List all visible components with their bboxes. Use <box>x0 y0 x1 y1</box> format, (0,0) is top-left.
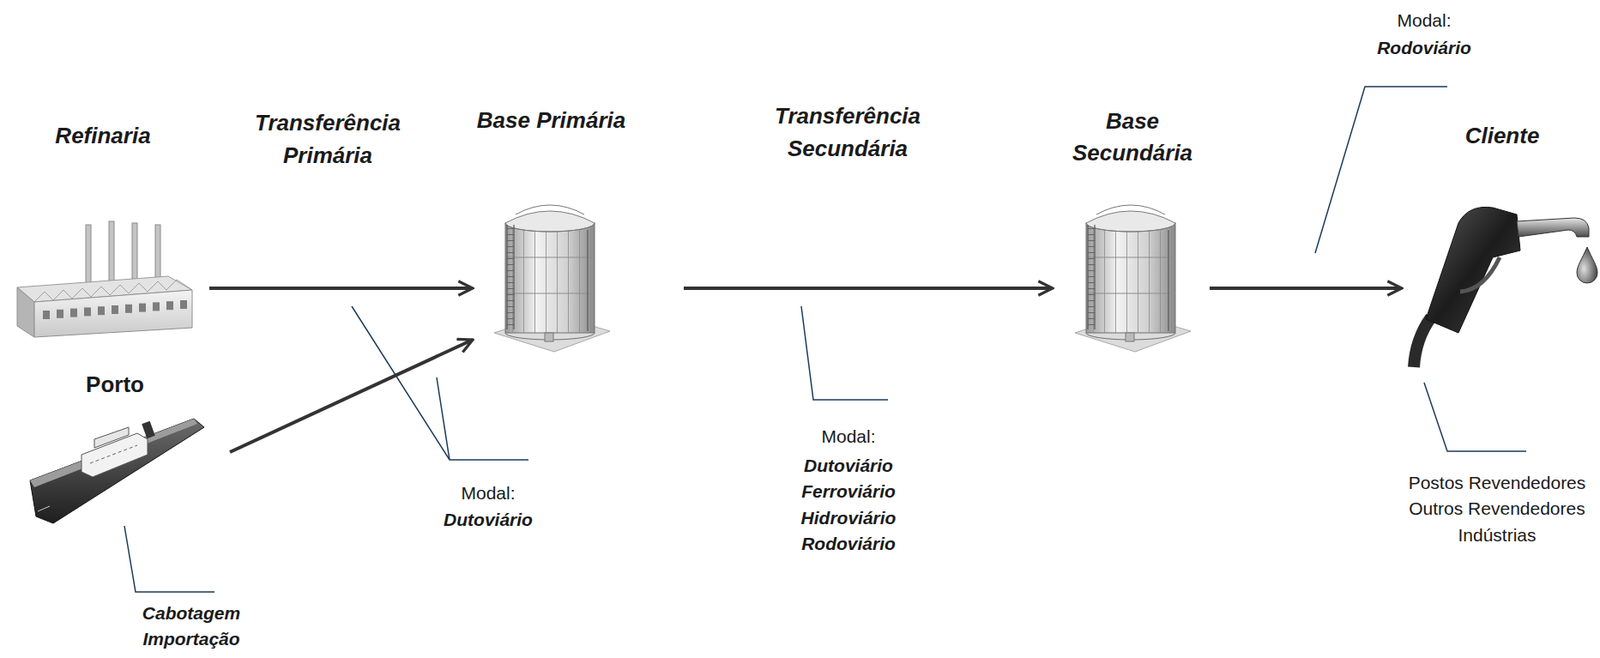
leader-line <box>124 86 1527 592</box>
leader-line-part <box>1315 86 1448 254</box>
flow-arrow <box>1209 286 1402 290</box>
refinery-icon-part <box>34 289 193 338</box>
callout-label: Cabotagem Importação <box>135 600 248 653</box>
fuel-nozzle-icon <box>1413 206 1598 368</box>
callout-label: Rodoviário <box>1376 35 1472 61</box>
leader-line-part <box>801 306 888 400</box>
node-heading: Base Primária <box>476 104 626 138</box>
ship-icon-part <box>37 506 50 512</box>
refinery-icon-part <box>42 300 188 320</box>
node-heading: Refinaria <box>54 120 151 153</box>
leader-line-part <box>1424 382 1527 452</box>
refinery-icon-part-part <box>138 303 146 313</box>
illustrated-node: Base Secundária <box>1070 204 1195 352</box>
ship-icon-part <box>30 418 198 488</box>
fuel-nozzle-icon-part <box>1425 206 1521 333</box>
refinery-icon-part-part <box>166 301 174 310</box>
fuel-nozzle-icon-part <box>1516 217 1589 237</box>
refinery-icon-part <box>17 287 35 338</box>
fuel-nozzle-icon-part <box>1413 317 1431 368</box>
ship-icon-part <box>30 418 205 524</box>
refinery-icon-part-part <box>111 305 119 314</box>
callout-label: Postos Revendedores Outros Revendedores … <box>1399 470 1595 549</box>
leader-line-part <box>436 377 450 460</box>
ship-icon-part <box>94 427 129 448</box>
callout-label: Transferência Secundária <box>761 100 934 165</box>
callout-label: Transferência Primária <box>246 107 410 172</box>
refinery-icon <box>17 221 193 338</box>
node-heading: Cliente <box>1465 120 1540 153</box>
fuel-nozzle-icon-part <box>1460 257 1500 292</box>
refinery-icon-part-part <box>152 301 160 311</box>
refinery-icon-part <box>155 224 161 280</box>
leader-line-part <box>124 525 215 592</box>
illustrated-node: Refinaria <box>12 219 194 338</box>
refinery-icon-part <box>85 224 91 285</box>
refinery-icon-part-part <box>84 307 91 316</box>
callout-label: Modal: <box>460 480 515 507</box>
flow-arrow <box>229 339 473 453</box>
illustrated-node: Cliente <box>1406 199 1598 368</box>
refinery-icon-part-part <box>97 306 105 315</box>
node-heading: Base Secundária <box>1055 105 1210 170</box>
fuel-nozzle-icon-part <box>1576 247 1598 284</box>
illustrated-node: Base Primária <box>489 204 613 352</box>
callout-label: Dutoviário <box>443 507 533 533</box>
primary-base-tank <box>494 205 610 352</box>
refinery-icon-part-part <box>56 309 64 319</box>
node-heading: Porto <box>85 368 145 402</box>
ship-icon-part <box>90 445 138 464</box>
callout-label: Dutoviário Ferroviário Hidroviário Rodov… <box>788 452 909 558</box>
ship-icon-part <box>141 421 156 439</box>
flow-arrow <box>683 286 1053 290</box>
flow-arrow <box>209 286 473 290</box>
refinery-icon-part-part <box>125 304 133 314</box>
refinery-icon-part <box>108 221 115 284</box>
refinery-icon-part <box>132 223 138 282</box>
callout-label: Modal: <box>1396 7 1451 34</box>
refinery-icon-part-part <box>180 300 188 309</box>
secondary-base-tank <box>1074 205 1191 352</box>
illustrated-node: Porto <box>25 413 205 526</box>
refinery-icon-part-part <box>42 310 50 320</box>
callout-label: Modal: <box>821 423 876 450</box>
ship-icon <box>30 418 205 524</box>
refinery-icon-part-part <box>70 308 78 318</box>
